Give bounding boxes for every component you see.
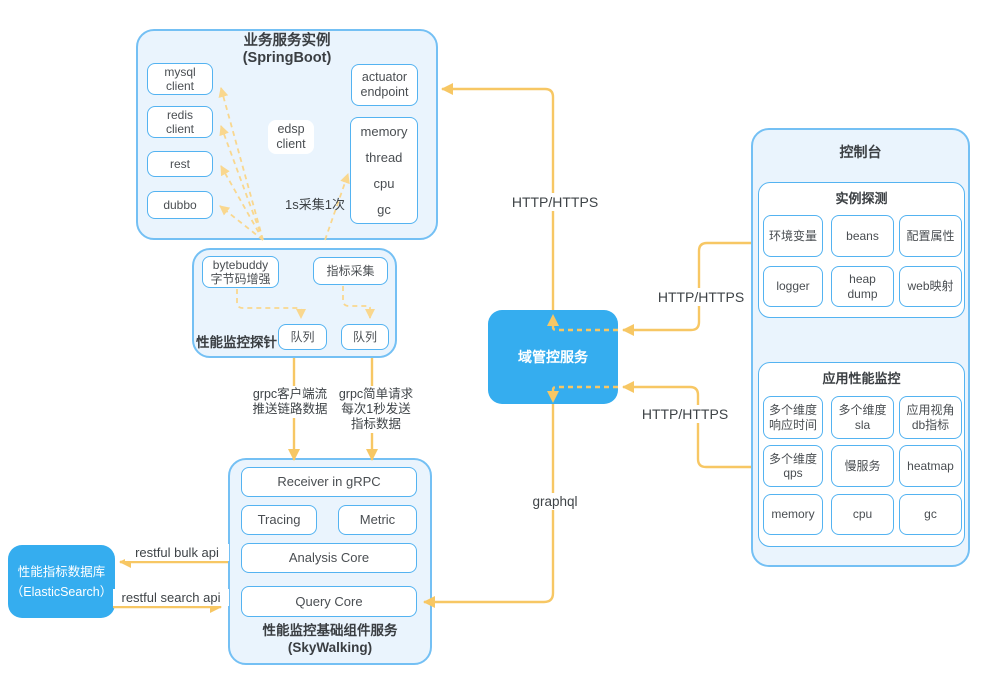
runtime-metrics-node: memory thread cpu gc (350, 117, 418, 224)
apm-cell-resptime: 多个维度 响应时间 (763, 396, 823, 439)
metric-collect-node: 指标采集 (313, 257, 388, 285)
tracing-node: Tracing (241, 505, 317, 535)
edge-domain-internal-down (547, 385, 618, 403)
edsp-client-node: edsp client (268, 120, 314, 154)
queue-left-node: 队列 (278, 324, 327, 350)
springboot-title: 业务服务实例 (SpringBoot) (242, 33, 332, 66)
apm-title: 应用性能监控 (822, 371, 901, 386)
analysis-core-node: Analysis Core (241, 543, 417, 573)
instance-probe-cell-heapdump: heap dump (831, 266, 894, 307)
console-title: 控制台 (839, 144, 882, 160)
edge-label-restful-search: restful search api (113, 589, 229, 606)
probe-title: 性能监控探针 (196, 335, 277, 350)
apm-cell-memory: memory (763, 494, 823, 535)
actuator-endpoint-node: actuator endpoint (351, 64, 418, 106)
edge-console-lower-to-domain (622, 381, 751, 469)
edge-probe-to-runtime-metrics (324, 173, 350, 241)
domain-control-service-label: 域管控服务 (518, 349, 588, 365)
edge-probe-to-dubbo (219, 205, 264, 241)
apm-cell-heatmap: heatmap (899, 445, 962, 487)
instance-probe-cell-env: 环境变量 (763, 215, 823, 257)
edge-domain-to-actuator (441, 83, 555, 310)
apm-cell-db: 应用视角 db指标 (899, 396, 962, 439)
edge-domain-internal-up (547, 314, 618, 332)
queue-right-node: 队列 (341, 324, 389, 350)
apm-cell-gc: gc (899, 494, 962, 535)
apm-cell-qps: 多个维度 qps (763, 445, 823, 487)
instance-probe-cell-webmap: web映射 (899, 266, 962, 307)
edge-probe-to-redis (219, 125, 264, 241)
instance-probe-title: 实例探测 (835, 191, 888, 206)
elasticsearch-node (8, 545, 115, 618)
metric-node: Metric (338, 505, 417, 535)
receiver-node: Receiver in gRPC (241, 467, 417, 497)
edge-label-http-upper: HTTP/HTTPS (651, 288, 751, 306)
collect-interval-note: 1s采集1次 (285, 197, 345, 212)
mysql-client-node: mysql client (147, 63, 213, 95)
instance-probe-cell-beans: beans (831, 215, 894, 257)
apm-cell-cpu: cpu (831, 494, 894, 535)
instance-probe-cell-logger: logger (763, 266, 823, 307)
dubbo-node: dubbo (147, 191, 213, 219)
edge-label-graphql: graphql (523, 493, 587, 510)
elasticsearch-label: 性能指标数据库 （ElasticSearch） (10, 564, 113, 599)
skywalking-title: 性能监控基础组件服务 (SkyWalking) (262, 623, 398, 655)
edge-label-grpc-simple: grpc简单请求 每次1秒发送 指标数据 (330, 386, 422, 433)
edge-label-grpc-stream: grpc客户端流 推送链路数据 (242, 386, 338, 418)
redis-client-node: redis client (147, 106, 213, 138)
instance-probe-cell-config: 配置属性 (899, 215, 962, 257)
query-core-node: Query Core (241, 586, 417, 617)
rest-node: rest (147, 151, 213, 177)
edge-console-upper-to-domain (622, 241, 751, 336)
edge-label-http-top: HTTP/HTTPS (505, 193, 605, 211)
edge-label-restful-bulk: restful bulk api (125, 544, 229, 561)
edge-label-http-lower: HTTP/HTTPS (635, 405, 735, 423)
bytebuddy-node: bytebuddy 字节码增强 (202, 256, 279, 288)
edge-domain-to-querycore-graphql (423, 404, 555, 608)
apm-cell-slowservice: 慢服务 (831, 445, 894, 487)
apm-cell-sla: 多个维度 sla (831, 396, 894, 439)
